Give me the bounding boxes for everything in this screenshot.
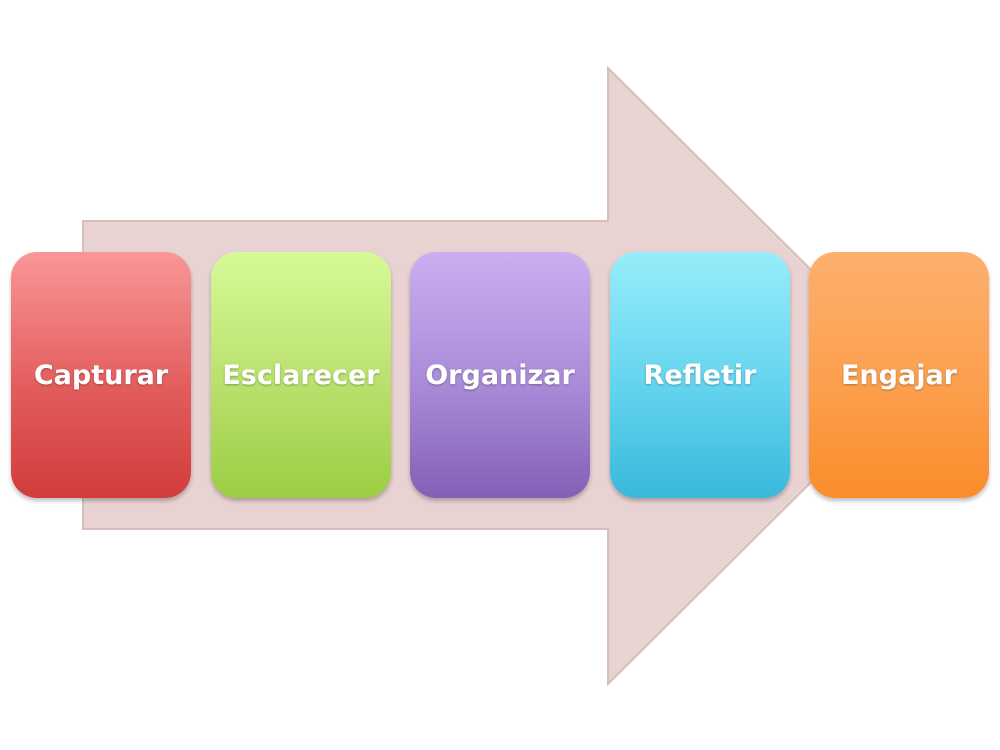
- step-engajar: Engajar: [809, 252, 989, 498]
- step-label: Esclarecer: [222, 359, 380, 391]
- step-label: Organizar: [425, 359, 575, 391]
- step-label: Refletir: [643, 359, 757, 391]
- step-refletir: Refletir: [610, 252, 790, 498]
- step-capturar: Capturar: [11, 252, 191, 498]
- step-label: Engajar: [840, 359, 957, 391]
- step-organizar: Organizar: [410, 252, 590, 498]
- step-label: Capturar: [33, 359, 169, 391]
- step-esclarecer: Esclarecer: [211, 252, 391, 498]
